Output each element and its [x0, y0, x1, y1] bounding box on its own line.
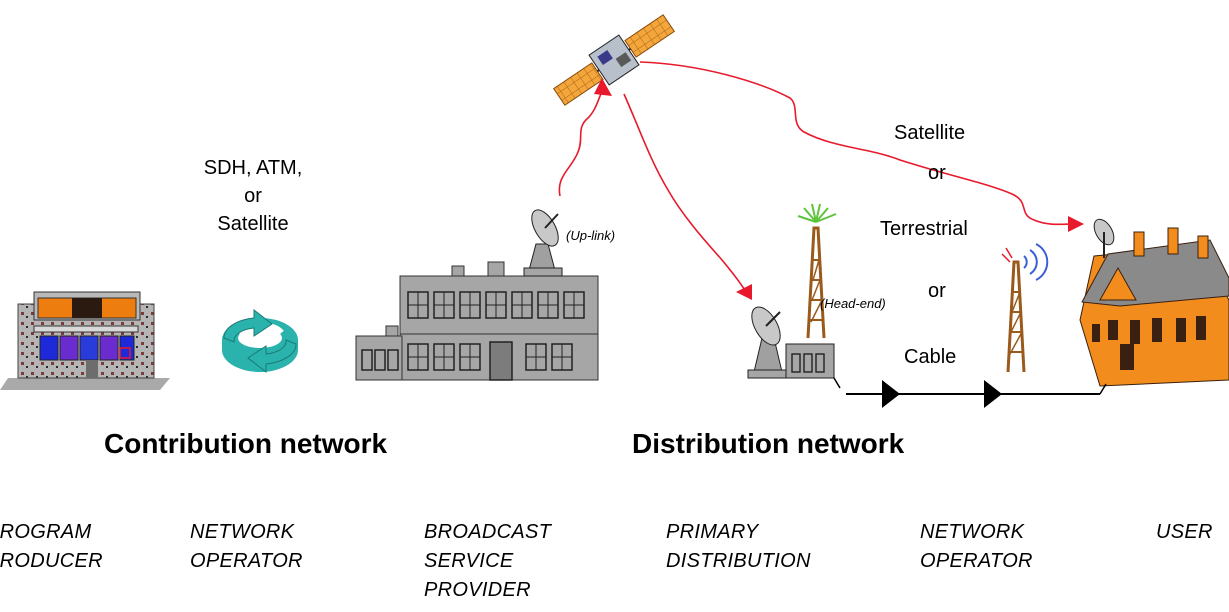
role-line: PROVIDER — [424, 579, 531, 601]
role-user: USER — [1156, 518, 1213, 547]
role-network-operator-1: NETWORK OPERATOR — [190, 518, 303, 576]
role-line: USER — [1156, 521, 1213, 543]
medium-line-3: Satellite — [217, 213, 289, 235]
headend-label: (Head-end) — [820, 296, 886, 311]
contribution-network-heading: Contribution network — [104, 428, 388, 459]
role-line: DISTRIBUTION — [666, 550, 811, 572]
broadcast-building-icon — [355, 261, 599, 381]
distribution-network-heading: Distribution network — [632, 428, 905, 459]
satellite-label: Satellite — [894, 122, 966, 144]
satellite-icon — [552, 14, 676, 106]
house-dish-icon — [1093, 218, 1115, 258]
role-line: PRIMARY — [666, 521, 759, 543]
medium-line-1: SDH, ATM, — [203, 157, 303, 179]
satellite-links — [558, 61, 1073, 293]
terrestrial-tower-icon — [1001, 243, 1049, 373]
network-cycle-icon — [222, 308, 298, 374]
role-program-producer: PROGRAM PRODUCER — [0, 518, 103, 576]
role-line: OPERATOR — [190, 550, 303, 572]
role-line: NETWORK — [920, 521, 1025, 543]
role-line: SERVICE — [424, 550, 514, 572]
downlink-user-arrow — [639, 61, 1073, 226]
role-broadcast-service-provider: BROADCAST SERVICE PROVIDER — [424, 518, 551, 605]
role-line: PRODUCER — [0, 550, 103, 572]
role-primary-distribution: PRIMARY DISTRIBUTION — [666, 518, 811, 576]
uplink-label: (Up-link) — [566, 228, 616, 243]
role-line: NETWORK — [190, 521, 295, 543]
cable-line — [833, 377, 1107, 408]
uplink-dish-icon — [523, 209, 563, 277]
cable-label: Cable — [904, 346, 957, 368]
user-house-icon — [1079, 218, 1229, 387]
role-line: BROADCAST — [424, 521, 552, 543]
uplink-arrow — [558, 85, 605, 197]
arrowheads-red — [594, 78, 1084, 300]
role-line: PROGRAM — [0, 521, 92, 543]
terrestrial-label: Terrestrial — [880, 218, 968, 240]
headend-tower-icon — [797, 203, 837, 339]
headend-dish-icon — [747, 306, 789, 379]
medium-line-2: or — [244, 185, 262, 207]
or-label-1: or — [928, 162, 946, 184]
headend-building-icon — [785, 343, 835, 379]
role-network-operator-2: NETWORK OPERATOR — [920, 518, 1033, 576]
program-producer-studio-icon — [0, 291, 170, 390]
role-line: OPERATOR — [920, 550, 1033, 572]
contribution-medium-label: SDH, ATM, or Satellite — [178, 154, 328, 238]
or-label-2: or — [928, 280, 946, 302]
downlink-headend-arrow — [623, 93, 747, 293]
